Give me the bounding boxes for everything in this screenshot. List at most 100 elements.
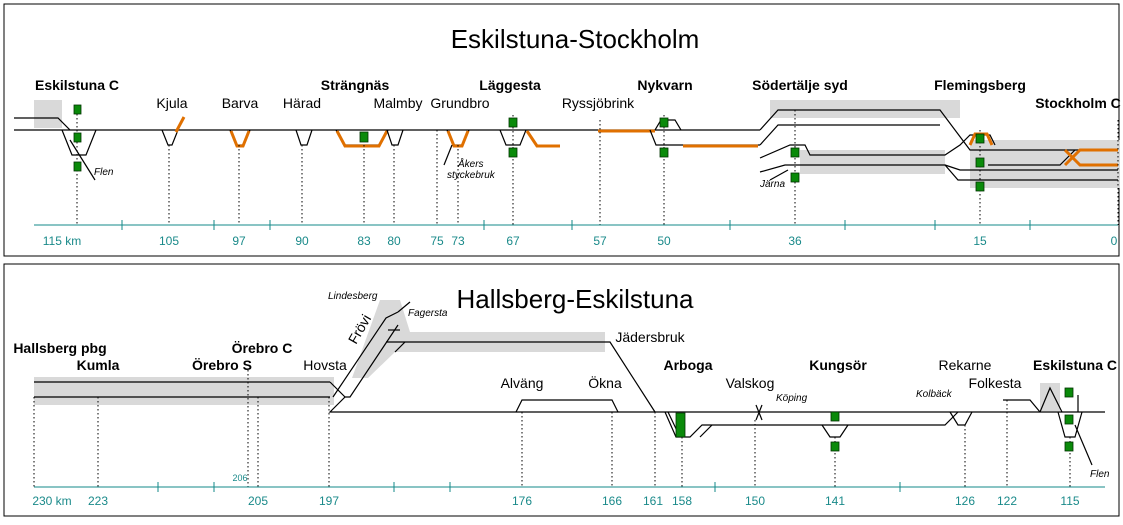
track-segment: [1003, 399, 1041, 413]
track-segment: [944, 164, 1118, 171]
station-label-okna: Ökna: [588, 374, 622, 391]
station-label-alvang: Alväng: [501, 375, 544, 391]
track-segment: [174, 116, 186, 133]
note-akers: Åkers: [457, 157, 484, 170]
station-label-eskilstuna-c: Eskilstuna C: [1033, 357, 1117, 373]
km-label: 105: [159, 234, 179, 248]
top-panel: Eskilstuna-Stockholm Eskilstuna C Kjula …: [3, 3, 1121, 257]
note-jarna: Järna: [759, 179, 785, 190]
station-label-hallsberg-pbg: Hallsberg pbg: [13, 340, 106, 356]
station-label-kungsor: Kungsör: [809, 357, 867, 373]
station-label-grundbro: Grundbro: [430, 95, 489, 111]
track-segment: [1063, 148, 1118, 167]
note-flen: Flen: [1090, 469, 1110, 480]
km-label: 57: [593, 234, 607, 248]
km-ticks: [121, 220, 1031, 230]
station-label-malmby: Malmby: [373, 95, 422, 111]
track-segment: [332, 311, 399, 398]
station-label-stockholm-c: Stockholm C: [1035, 95, 1121, 111]
note-lindesberg: Lindesberg: [328, 291, 378, 302]
track-segment: [1074, 424, 1093, 466]
location-lines: [33, 370, 1071, 487]
signal-markers: [675, 387, 1074, 452]
track-segment: [345, 324, 399, 398]
track-segment: [394, 341, 406, 353]
km-label: 50: [657, 234, 671, 248]
km-ticks: [157, 482, 901, 492]
track-segment: [335, 130, 389, 148]
station-label-nykvarn: Nykvarn: [637, 77, 692, 93]
station-label-flemingsberg: Flemingsberg: [934, 77, 1026, 93]
km-label: 83: [357, 234, 371, 248]
track-segment: [69, 139, 96, 181]
siding-area: [34, 377, 334, 405]
track-segment: [499, 129, 527, 146]
station-label-orebro-s: Örebro S: [192, 357, 252, 373]
km-label: 75: [430, 234, 444, 248]
km-label: 230 km: [32, 494, 71, 508]
km-label: 223: [88, 494, 108, 508]
track-segment: [1039, 386, 1063, 413]
station-label-kjula: Kjula: [156, 95, 187, 111]
siding-area: [34, 100, 62, 128]
signal-markers: [73, 104, 985, 192]
track-segment: [759, 109, 1118, 151]
station-label-rekarne: Rekarne: [939, 357, 992, 373]
note-kolback: Kolbäck: [916, 389, 953, 400]
track-segment: [525, 130, 560, 148]
top-title: Eskilstuna-Stockholm: [451, 24, 700, 54]
station-label-sodertalje-syd: Södertälje syd: [752, 77, 848, 93]
track-segment: [515, 399, 619, 413]
station-label-strangnas: Strängnäs: [321, 77, 390, 93]
km-label: 150: [745, 494, 765, 508]
km-label: 122: [997, 494, 1017, 508]
note-flen: Flen: [94, 167, 114, 178]
track-segment: [14, 117, 71, 131]
km-label: 0: [1111, 234, 1118, 248]
km-label: 115: [1060, 494, 1079, 508]
station-label-kumla: Kumla: [77, 357, 120, 373]
km-label: 176: [512, 494, 532, 508]
km-label: 97: [232, 234, 246, 248]
track-segment: [769, 169, 789, 181]
track-segment: [755, 404, 763, 421]
km-label-206: 206: [232, 473, 247, 483]
station-label-jadersbruk: Jädersbruk: [615, 329, 685, 345]
siding-area: [770, 100, 960, 118]
track-segment: [699, 424, 713, 438]
station-label-eskilstuna-c: Eskilstuna C: [35, 77, 119, 93]
station-label-valskog: Valskog: [726, 375, 775, 391]
km-label: 161: [643, 494, 663, 508]
km-label: 158: [672, 494, 692, 508]
track-segment: [443, 144, 453, 166]
note-fagersta: Fagersta: [408, 308, 448, 319]
km-label: 205: [248, 494, 268, 508]
track-segment: [229, 130, 251, 148]
km-label: 67: [506, 234, 520, 248]
track-segment: [386, 129, 404, 146]
bottom-title: Hallsberg-Eskilstuna: [457, 284, 695, 314]
km-label: 15: [973, 234, 987, 248]
track-segment: [664, 411, 959, 438]
km-label: 80: [387, 234, 401, 248]
track-segment: [949, 411, 973, 426]
km-label: 115 km: [43, 234, 81, 248]
track-segment: [397, 301, 411, 313]
km-label: 141: [825, 494, 845, 508]
km-label: 73: [451, 234, 465, 248]
track-segment: [759, 124, 940, 146]
station-label-folkesta: Folkesta: [969, 375, 1022, 391]
siding-area: [800, 150, 945, 174]
station-label-ryssjobrink: Ryssjöbrink: [562, 95, 635, 111]
station-label-laggesta: Läggesta: [479, 77, 541, 93]
km-label: 90: [295, 234, 309, 248]
track-segment: [161, 129, 179, 146]
station-label-hovsta: Hovsta: [303, 357, 347, 373]
station-label-barva: Barva: [222, 95, 259, 111]
track-segment: [295, 129, 313, 146]
station-label-arboga: Arboga: [664, 357, 713, 373]
track-segment: [386, 341, 656, 413]
bottom-panel: Hallsberg-Eskilstuna Hallsberg pbg Kumla…: [3, 263, 1120, 517]
siding-area: [352, 300, 605, 378]
